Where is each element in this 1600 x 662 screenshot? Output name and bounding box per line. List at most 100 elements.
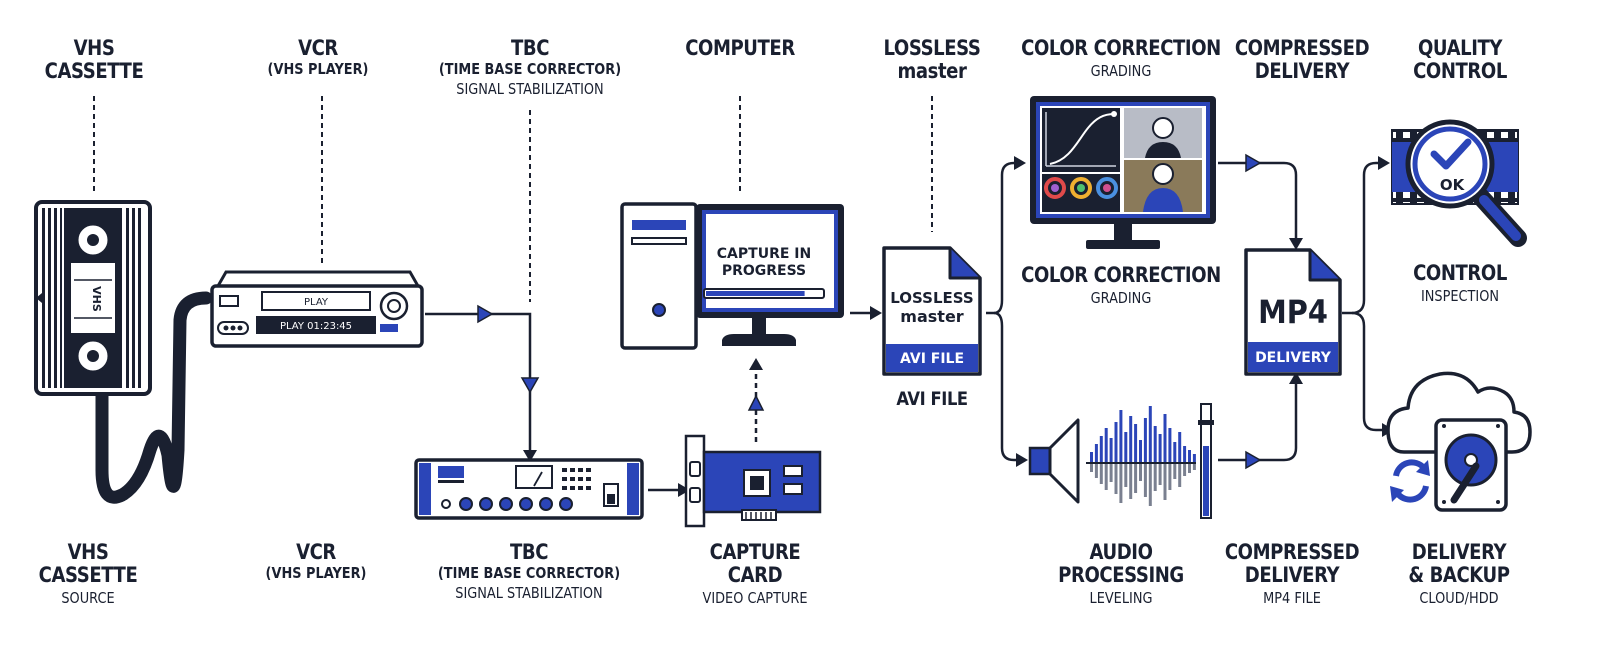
waveform-bar-bottom [1119, 464, 1123, 503]
arrow-head-tbc [523, 450, 537, 462]
waveform-bar-top [1119, 410, 1123, 462]
label-desc: LEVELING [1089, 589, 1153, 607]
waveform-bar-top [1178, 432, 1182, 462]
label-title: LOSSLESS [883, 36, 981, 60]
label-title: CARD [727, 563, 783, 587]
waveform-bar-top [1129, 416, 1133, 462]
label-top-qc: QUALITY CONTROL [1405, 38, 1514, 82]
connector-audio-mp4 [1218, 382, 1298, 462]
waveform-bar-top [1090, 452, 1093, 462]
label-title: CASSETTE [44, 59, 144, 83]
svg-text:PLAY 01:23:45: PLAY 01:23:45 [280, 321, 352, 332]
svg-text:OK: OK [1440, 176, 1466, 194]
waveform-bar-bottom [1109, 464, 1113, 482]
label-title: CONTROL [1413, 59, 1507, 83]
waveform-bar-top [1099, 436, 1103, 462]
label-title: CONTROL [1413, 261, 1507, 285]
label-desc: GRADING [1090, 62, 1152, 80]
waveform-bar-bottom [1129, 464, 1133, 499]
audio-processing-icon [1028, 403, 1214, 519]
label-title: TBC [510, 36, 550, 60]
waveform-bar-top [1094, 444, 1098, 462]
label-desc: GRADING [1090, 289, 1152, 307]
label-title: AUDIO [1089, 540, 1153, 564]
waveform-bar-top [1134, 424, 1138, 462]
waveform-bar-top [1109, 438, 1113, 462]
waveform-bar-bottom [1183, 464, 1187, 476]
label-title: COMPRESSED [1234, 36, 1370, 60]
arrow-head-mp4-bottom [1289, 372, 1303, 384]
capture-card-icon [684, 434, 822, 528]
color-grading-monitor-icon [1030, 96, 1216, 249]
label-title: master [897, 59, 967, 83]
backup-icon [1386, 371, 1532, 512]
arrow-head-qc [1378, 156, 1390, 170]
label-mid-color-correction: COLOR CORRECTION GRADING [1005, 265, 1237, 306]
label-bottom-vcr: VCR (VHS PLAYER) [257, 542, 374, 581]
label-desc: CLOUD/HDD [1419, 589, 1499, 607]
waveform-bar-top [1183, 446, 1187, 462]
svg-text:LOSSLESS: LOSSLESS [890, 289, 973, 307]
waveform-bar-bottom [1158, 464, 1162, 485]
label-title: QUALITY [1417, 36, 1503, 60]
audio-waveform [1086, 406, 1196, 506]
waveform-bar-top [1139, 440, 1142, 462]
label-subtitle: (VHS PLAYER) [265, 564, 367, 582]
label-desc: VIDEO CAPTURE [702, 589, 808, 607]
label-bottom-audio: AUDIO PROCESSING LEVELING [1048, 542, 1194, 606]
arrow-head-file [870, 306, 882, 320]
label-desc: SOURCE [61, 589, 115, 607]
label-desc: SIGNAL STABILIZATION [455, 584, 603, 602]
waveform-bar-bottom [1099, 464, 1103, 484]
waveform-bar-top [1188, 450, 1191, 462]
label-subtitle: (VHS PLAYER) [267, 60, 369, 78]
arrow-head-card [678, 483, 690, 497]
connector-mp4-qc [1342, 161, 1380, 315]
waveform-bar-top [1143, 418, 1147, 462]
waveform-bar-top [1158, 434, 1162, 462]
computer-icon: CAPTURE IN PROGRESS [620, 202, 844, 350]
label-title: DELIVERY [1244, 563, 1340, 587]
svg-text:AVI FILE: AVI FILE [900, 351, 964, 367]
label-desc: SIGNAL STABILIZATION [456, 80, 604, 98]
label-top-delivery: COMPRESSED DELIVERY [1224, 38, 1380, 82]
waveform-bar-bottom [1173, 464, 1177, 479]
svg-text:DELIVERY: DELIVERY [1255, 350, 1332, 366]
connectors [425, 161, 1384, 492]
connector-mp4-backup [1351, 311, 1384, 432]
waveform-bar-top [1104, 428, 1108, 462]
arrow-head-audio [1016, 453, 1028, 467]
waveform-bar-bottom [1192, 464, 1196, 470]
svg-text:CAPTURE IN: CAPTURE IN [717, 246, 811, 262]
waveform-bar-bottom [1178, 464, 1182, 487]
label-title: COMPRESSED [1224, 540, 1360, 564]
label-top-color-correction: COLOR CORRECTION GRADING [1005, 38, 1237, 79]
waveform-bar-top [1124, 432, 1128, 462]
label-desc: INSPECTION [1420, 287, 1500, 305]
label-bottom-tbc: TBC (TIME BASE CORRECTOR) SIGNAL STABILI… [423, 542, 635, 601]
vhs-cassette-icon: VHS [34, 200, 213, 504]
capture-progress-fill [706, 291, 805, 296]
waveform-bar-bottom [1090, 464, 1093, 472]
label-top-vhs: VHS CASSETTE [37, 38, 152, 82]
waveform-bar-bottom [1114, 464, 1118, 494]
quality-control-icon: OK [1391, 119, 1527, 247]
label-title: AVI FILE [896, 388, 968, 410]
label-title: COLOR CORRECTION [1021, 36, 1221, 60]
connector-color-mp4 [1218, 161, 1298, 240]
waveform-bar-bottom [1153, 464, 1157, 491]
svg-text:VHS: VHS [90, 286, 103, 312]
label-top-master: LOSSLESS master [876, 38, 989, 82]
waveform-bar-top [1153, 426, 1157, 462]
leader-lines [93, 96, 933, 302]
connector-vcr-tbc [425, 312, 532, 452]
mp4-file-icon: MP4 DELIVERY [1244, 248, 1342, 376]
waveform-bar-bottom [1134, 464, 1138, 493]
arrow-head-mp4-top [1289, 238, 1303, 250]
tbc-icon [414, 458, 644, 520]
label-title: COMPUTER [685, 36, 795, 60]
vcr-icon: PLAY PLAY 01:23:45 [210, 270, 424, 348]
waveform-bar-top [1192, 454, 1196, 462]
label-title: VCR [296, 540, 336, 564]
label-avi-file: AVI FILE [891, 390, 974, 409]
